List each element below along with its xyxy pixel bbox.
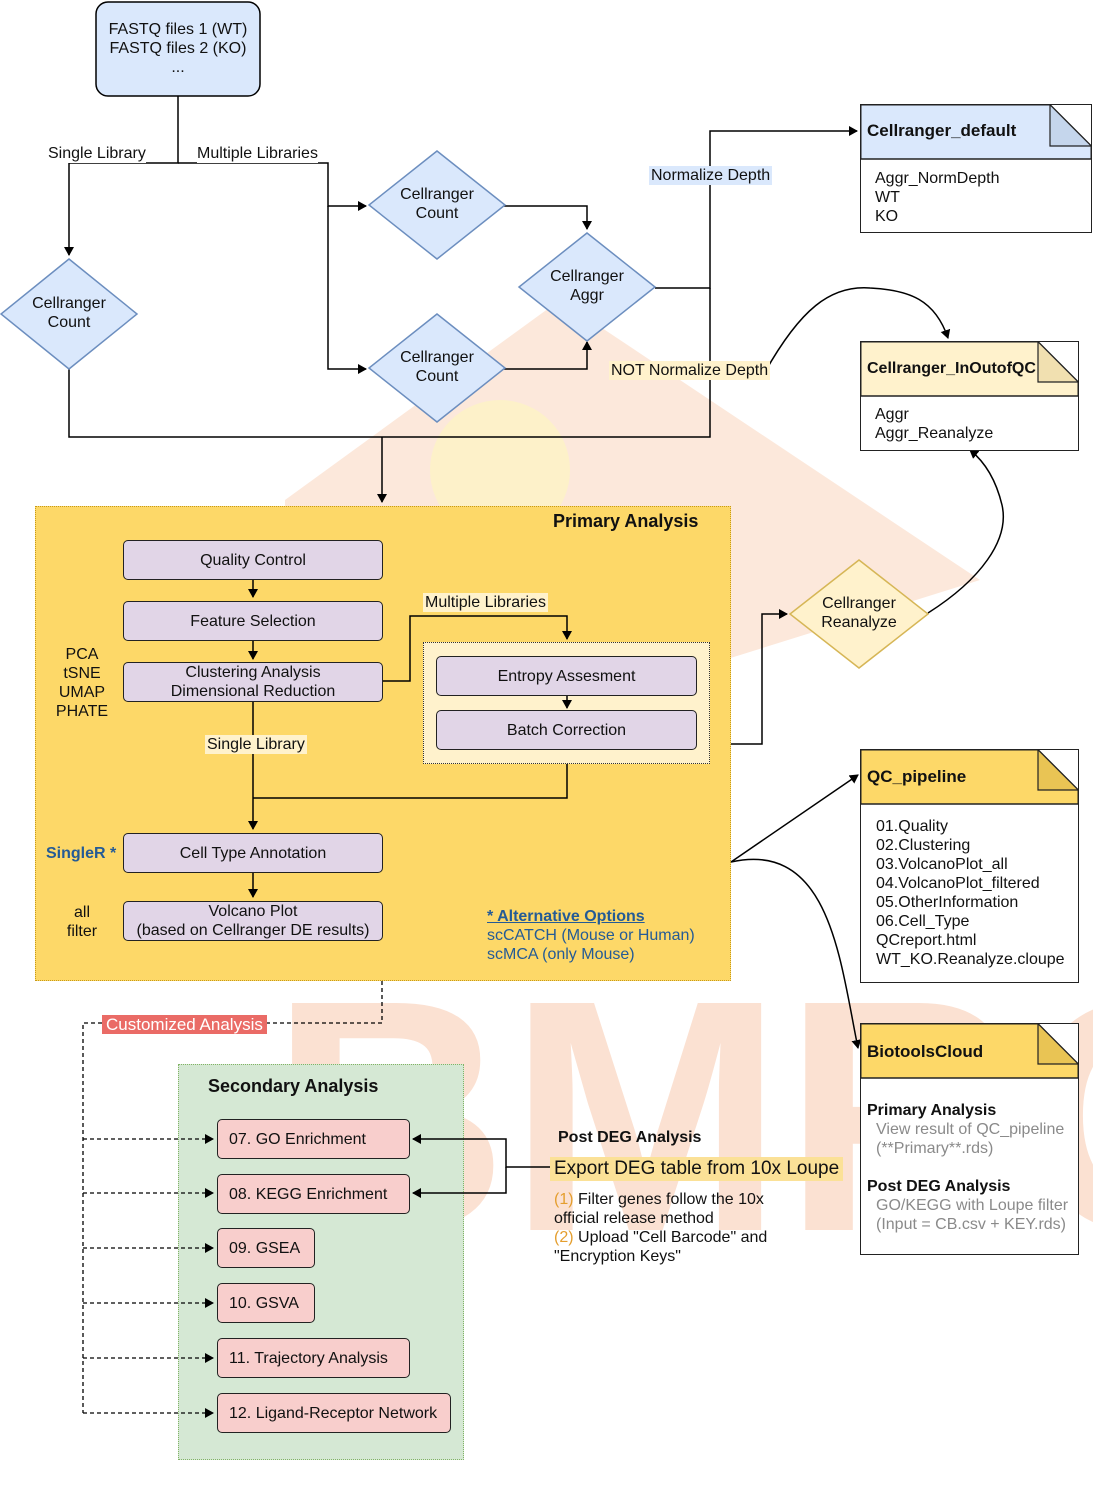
post-deg-export: Export DEG table from 10x Loupe [550, 1157, 844, 1181]
edge-post-kegg [412, 1167, 507, 1198]
doc-inoutofqc-items: Aggr Aggr_Reanalyze [875, 406, 994, 442]
edge-primary-qc [730, 774, 859, 863]
edge-count2-aggr [504, 341, 592, 370]
edge-count1-aggr [504, 205, 592, 230]
edge-multi-entropy [383, 615, 572, 682]
doc-biotoolscloud-header [859, 1022, 1079, 1079]
step-feature-selection: Feature Selection [123, 601, 383, 641]
doc-inoutofqc-header [859, 340, 1079, 397]
doc-cellranger-default-items: Aggr_NormDepth WT KO [875, 170, 1000, 225]
post-deg-steps: (1) Filter genes follow the 10x official… [554, 1191, 768, 1265]
secondary-trajectory: 11. Trajectory Analysis [217, 1338, 410, 1378]
edge-primary-reanalyze [731, 609, 788, 745]
watermark-circle [430, 400, 570, 540]
doc-cellranger-default-title: Cellranger_default [867, 121, 1017, 140]
secondary-kegg-enrichment: 08. KEGG Enrichment [217, 1174, 410, 1214]
doc-biotoolscloud-body: Primary Analysis View result of QC_pipel… [867, 1102, 1069, 1233]
step-quality-control: Quality Control [123, 540, 383, 580]
count-multi-2-text: Cellranger Count [400, 349, 474, 385]
doc-inoutofqc-title: Cellranger_InOutofQC [867, 360, 1036, 377]
secondary-analysis-title: Secondary Analysis [208, 1076, 379, 1096]
step-batch-correction: Batch Correction [436, 710, 697, 750]
input-line-3: ... [171, 59, 185, 76]
aggr-text: Cellranger Aggr [550, 268, 624, 304]
alternative-options-title[interactable]: * Alternative Options [487, 908, 645, 925]
cellranger-count-single [0, 258, 139, 370]
reanalyze-text: Cellranger Reanalyze [821, 595, 897, 631]
post-deg-title: Post DEG Analysis [558, 1129, 702, 1146]
label-not-normalize-depth: NOT Normalize Depth [609, 361, 771, 380]
count-single-text: Cellranger Count [32, 295, 106, 331]
edge-normalize-depth [655, 126, 858, 289]
edge-not-normalize [764, 287, 951, 373]
secondary-ligand-receptor: 12. Ligand-Receptor Network [217, 1393, 451, 1433]
primary-label-multiple-libraries: Multiple Libraries [423, 593, 548, 612]
doc-qc-pipeline-header [859, 748, 1079, 805]
doc-cellranger-default: Cellranger_default Aggr_NormDepth WT KO [859, 103, 1092, 233]
alternative-options: * Alternative Options scCATCH (Mouse or … [487, 908, 695, 963]
edge-single-library [64, 96, 179, 256]
input-fastq-text: FASTQ files 1 (WT) FASTQ files 2 (KO) ..… [96, 20, 260, 77]
edge-post-go [412, 1134, 551, 1168]
cellranger-count-multi-1 [367, 150, 507, 260]
biotools-primary-heading: Primary Analysis [867, 1102, 997, 1119]
edge-multi-count-2 [327, 206, 367, 374]
dim-methods: PCA tSNE UMAP PHATE [55, 646, 109, 720]
primary-analysis-title: Primary Analysis [553, 511, 699, 531]
secondary-gsea: 09. GSEA [217, 1228, 315, 1268]
step-volcano-plot: Volcano Plot (based on Cellranger DE res… [123, 901, 383, 941]
input-fastq-box [95, 1, 261, 97]
edge-batch-join [253, 764, 568, 799]
secondary-gsva: 10. GSVA [217, 1283, 315, 1323]
edge-primary-biotools [730, 858, 862, 1049]
doc-qc-pipeline: QC_pipeline 01.Quality 02.Clustering 03.… [859, 748, 1079, 983]
singler-label: SingleR * [46, 845, 117, 862]
input-line-1: FASTQ files 1 (WT) [108, 21, 248, 38]
step-clustering: Clustering Analysis Dimensional Reductio… [123, 662, 383, 702]
doc-biotoolscloud-title: BiotoolsCloud [867, 1042, 984, 1061]
doc-biotoolscloud: BiotoolsCloud Primary Analysis View resu… [859, 1022, 1079, 1255]
input-line-2: FASTQ files 2 (KO) [109, 40, 247, 57]
edge-multi-count-1 [178, 162, 367, 211]
doc-cellranger-inoutofqc: Cellranger_InOutofQC Aggr Aggr_Reanalyze [859, 340, 1079, 451]
label-normalize-depth: Normalize Depth [649, 166, 773, 185]
doc-qc-pipeline-items: 01.Quality 02.Clustering 03.VolcanoPlot_… [876, 818, 1065, 968]
step-entropy-assesment: Entropy Assesment [436, 656, 697, 696]
cellranger-count-multi-2 [367, 313, 507, 423]
biotools-post-heading: Post DEG Analysis [867, 1178, 1011, 1195]
secondary-go-enrichment: 07. GO Enrichment [217, 1119, 410, 1159]
label-single-library: Single Library [48, 144, 146, 163]
customized-analysis-label: Customized Analysis [102, 1015, 267, 1034]
step-cell-type-annotation: Cell Type Annotation [123, 833, 383, 873]
primary-label-single-library: Single Library [205, 735, 307, 754]
edge-reanalyze-doc [927, 449, 1004, 614]
count-multi-1-text: Cellranger Count [400, 186, 474, 222]
cellranger-aggr [517, 232, 657, 342]
doc-qc-pipeline-title: QC_pipeline [867, 767, 967, 786]
volcano-modes: all filter [66, 904, 98, 940]
label-multiple-libraries: Multiple Libraries [197, 144, 318, 163]
doc-cellranger-default-header [859, 103, 1092, 160]
cellranger-reanalyze [788, 559, 930, 669]
